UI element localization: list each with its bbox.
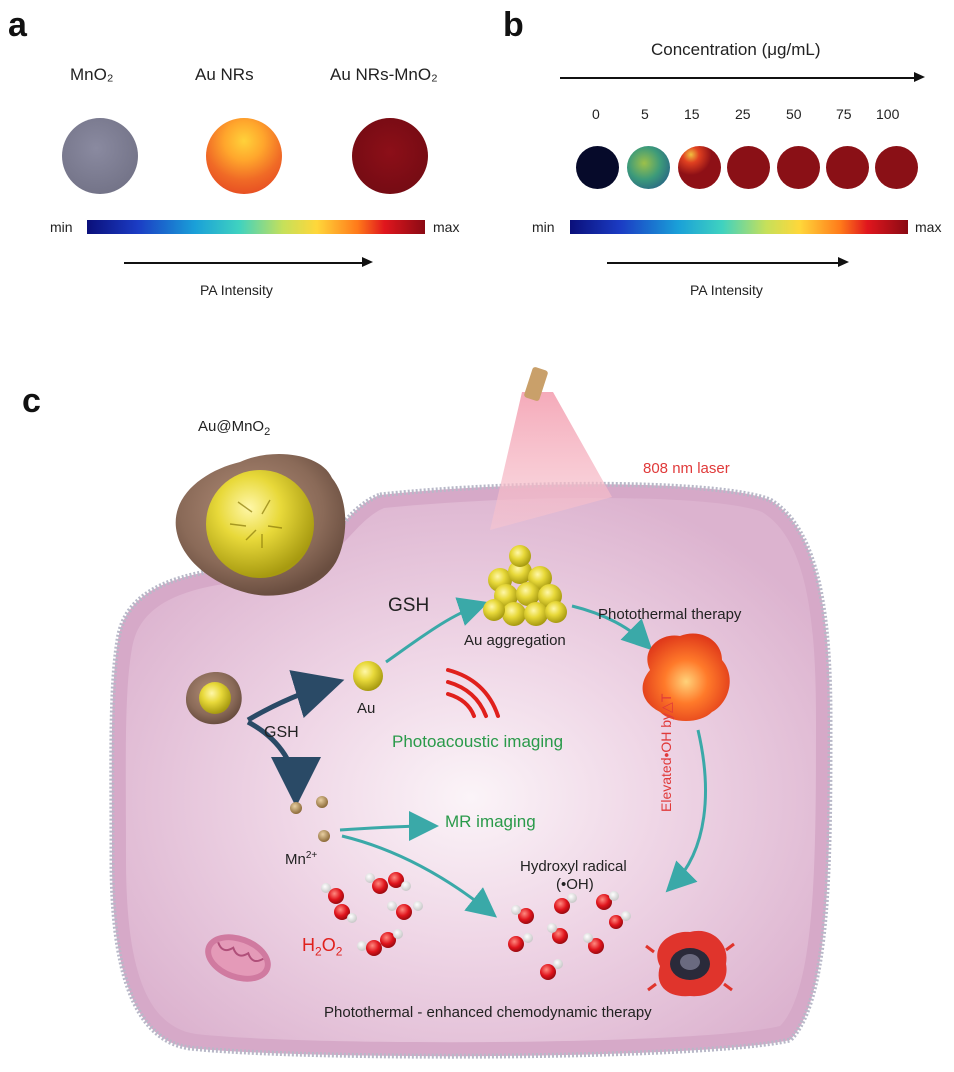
laser-beam <box>490 392 612 530</box>
conc-circle-100 <box>875 146 918 189</box>
conc-label-50: 50 <box>786 106 802 122</box>
h2o2-sub-1: 2 <box>315 944 322 959</box>
photoacoustic-waves <box>446 668 500 718</box>
colorbar-a <box>87 220 425 234</box>
pa-intensity-arrowhead-a <box>362 257 373 267</box>
conc-circle-0 <box>576 146 619 189</box>
hydroxyl-label-1: Hydroxyl radical <box>520 858 627 875</box>
arrow-mn-to-mri <box>339 811 439 842</box>
conc-circle-5 <box>627 146 670 189</box>
hydroxyl-radicals <box>508 891 631 980</box>
photothermal-flame <box>642 633 730 721</box>
conc-label-75: 75 <box>836 106 852 122</box>
conc-circle-25 <box>727 146 770 189</box>
arrow-au-to-aggregation <box>385 597 489 664</box>
h2o2-o: O <box>321 935 336 955</box>
h2o2-label: H2O2 <box>302 935 342 959</box>
conc-label-0: 0 <box>592 106 600 122</box>
au-aggregation-label: Au aggregation <box>464 632 566 649</box>
h2o2-sub-2: 2 <box>335 944 343 959</box>
concentration-arrowhead <box>914 72 925 82</box>
au-mno2-label-text: Au@MnO <box>198 418 265 435</box>
pa-intensity-label-b: PA Intensity <box>690 282 763 298</box>
mn-label-text: Mn <box>285 851 306 868</box>
gsh-arrow-to-mn <box>246 719 321 807</box>
colorbar-b <box>570 220 908 234</box>
mn-label-sup: 2+ <box>305 850 318 861</box>
panel-a-letter: a <box>8 6 27 44</box>
au-core-large <box>206 470 314 578</box>
mn-ion-2 <box>316 796 328 808</box>
conc-circle-50 <box>777 146 820 189</box>
gsh-left-label: GSH <box>264 724 299 741</box>
concentration-arrow <box>560 77 916 79</box>
conc-label-100: 100 <box>876 106 900 122</box>
sample-label-mno2: MnO₂ <box>70 65 114 84</box>
photoacoustic-imaging-label: Photoacoustic imaging <box>392 732 564 751</box>
hydroxyl-label-2: (•OH) <box>556 876 594 893</box>
pa-intensity-arrow-a <box>124 262 364 264</box>
pa-intensity-arrowhead-b <box>838 257 849 267</box>
gsh-top-label: GSH <box>388 595 430 616</box>
colorbar-max-label-a: max <box>433 219 460 235</box>
pa-intensity-arrow-b <box>607 262 839 264</box>
sample-label-au-nrs: Au NRs <box>195 65 254 84</box>
mn-ion-3 <box>318 830 330 842</box>
au-mno2-label-sub: 2 <box>264 426 271 438</box>
colorbar-min-label-b: min <box>532 219 555 235</box>
conc-circle-75 <box>826 146 869 189</box>
au-aggregation-cluster <box>483 545 567 626</box>
au-label: Au <box>357 700 376 717</box>
photothermal-therapy-label: Photothermal therapy <box>598 606 742 623</box>
arrow-mn-to-hydroxyl <box>341 834 498 918</box>
concentration-axis-label: Concentration (μg/mL) <box>651 40 821 59</box>
laser-tip <box>524 367 548 401</box>
h2o2-h: H <box>302 935 315 955</box>
pa-intensity-label-a: PA Intensity <box>200 282 273 298</box>
gsh-arrow-to-au <box>246 670 345 723</box>
colorbar-min-label-a: min <box>50 219 73 235</box>
sample-circle-au-nrs-mno2 <box>352 118 428 194</box>
sample-label-au-nrs-mno2: Au NRs-MnO₂ <box>330 65 438 84</box>
mn-ion-1 <box>290 802 302 814</box>
panel-b-letter: b <box>503 6 524 44</box>
panel-c-letter: c <box>22 382 41 420</box>
elevated-oh-label: Elevated•OH by△T <box>658 693 674 812</box>
colorbar-max-label-b: max <box>915 219 942 235</box>
cdt-label: Photothermal - enhanced chemodynamic the… <box>324 1004 652 1021</box>
arrow-aggregation-to-ptt <box>571 604 653 651</box>
conc-label-25: 25 <box>735 106 751 122</box>
laser-label: 808 nm laser <box>643 460 730 477</box>
mn-label: Mn2+ <box>285 850 317 868</box>
sample-circle-mno2 <box>62 118 138 194</box>
au-sphere <box>353 661 383 691</box>
dying-cell-icon <box>645 930 735 997</box>
arrow-ptt-to-hydroxyl <box>665 729 707 893</box>
conc-label-15: 15 <box>684 106 700 122</box>
mitochondrion <box>205 934 271 982</box>
mr-imaging-label: MR imaging <box>445 812 536 831</box>
au-core-small <box>199 682 231 714</box>
conc-circle-15 <box>678 146 721 189</box>
sample-circle-au-nrs <box>206 118 282 194</box>
conc-label-5: 5 <box>641 106 649 122</box>
au-mno2-label: Au@MnO2 <box>198 418 270 438</box>
h2o2-molecules <box>321 872 423 956</box>
